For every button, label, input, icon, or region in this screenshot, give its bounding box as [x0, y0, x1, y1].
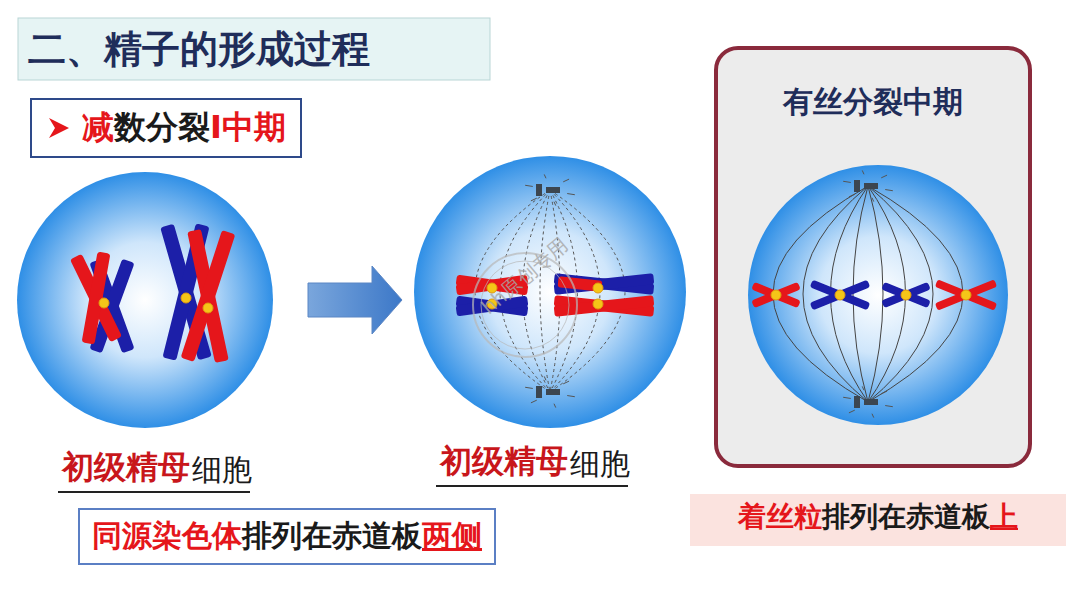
spindle-fiber — [868, 186, 933, 402]
underline — [58, 491, 250, 493]
centromere — [835, 290, 845, 300]
centromere — [99, 298, 109, 308]
aster-ray — [531, 198, 537, 201]
chromatid — [881, 282, 930, 308]
note-band: 着丝粒排列在赤道板上 — [690, 498, 1066, 536]
aster-ray — [885, 190, 893, 191]
text-run: 着丝粒 — [738, 500, 822, 533]
aster-ray — [843, 397, 851, 398]
spindle-fiber — [868, 186, 963, 402]
aster-ray — [881, 175, 887, 178]
centriole — [854, 180, 860, 192]
text-run: 减 — [82, 108, 114, 146]
aster-ray — [563, 179, 569, 182]
centriole — [536, 386, 542, 398]
text-run: 上 — [990, 500, 1018, 533]
spindle-fiber — [853, 186, 868, 402]
text-run: 同源染色体 — [92, 518, 242, 553]
title-band — [18, 18, 490, 80]
cell-label: 细胞 — [570, 444, 630, 485]
cell-label: 初级精母 — [62, 446, 190, 490]
aster-ray — [872, 414, 874, 418]
chromatid — [82, 252, 111, 345]
bullet-arrow — [46, 115, 72, 141]
aster-ray — [563, 381, 569, 384]
text-run: 排列在赤道板 — [242, 518, 422, 553]
cell — [17, 172, 273, 428]
cell — [748, 165, 1008, 425]
aster-ray — [525, 185, 533, 186]
text-run: 两侧 — [422, 518, 482, 553]
aster-ray — [843, 181, 851, 182]
chromatid — [751, 282, 800, 308]
caption-band — [690, 494, 1066, 546]
aster-ray — [885, 406, 893, 407]
panel-heading: 有丝分裂中期 — [716, 82, 1030, 123]
chromatid — [810, 280, 870, 311]
spindle-fiber — [803, 186, 868, 402]
chromatid — [181, 230, 236, 362]
text-run: 有丝分裂中期 — [783, 84, 963, 119]
aster-ray — [849, 194, 855, 197]
cell — [414, 156, 686, 428]
aster-ray — [862, 386, 864, 390]
aster-ray — [849, 410, 855, 413]
centriole — [546, 389, 560, 395]
centromere — [901, 290, 911, 300]
aster-ray — [531, 400, 537, 403]
chromatid — [881, 282, 930, 308]
centromere — [961, 290, 971, 300]
centromere — [593, 299, 603, 309]
aster-ray — [544, 174, 546, 178]
centromere — [181, 293, 191, 303]
text-run: Ⅰ中期 — [210, 108, 286, 146]
centriole — [864, 183, 878, 189]
cell-label: 初级精母 — [440, 440, 568, 484]
chromatid — [810, 280, 870, 311]
centromere — [203, 303, 213, 313]
underline — [436, 485, 628, 487]
heading-box: 减数分裂Ⅰ中期 — [30, 98, 302, 158]
mitosis-panel — [716, 48, 1030, 466]
aster-ray — [554, 202, 556, 206]
aster-ray — [544, 376, 546, 380]
chromatid — [935, 279, 997, 310]
chromatid — [935, 279, 997, 310]
cell-label: 细胞 — [192, 450, 252, 491]
note-box: 同源染色体排列在赤道板两侧 — [78, 508, 496, 565]
aster-ray — [525, 387, 533, 388]
spindle-fiber — [868, 186, 883, 402]
aster-ray — [862, 170, 864, 174]
aster-ray — [872, 198, 874, 202]
centriole — [536, 184, 542, 196]
aster-ray — [881, 391, 887, 394]
aster-ray — [554, 404, 556, 408]
title: 二、精子的形成过程 — [28, 24, 370, 75]
aster-ray — [567, 194, 575, 195]
text-run: 排列在赤道板 — [822, 500, 990, 533]
aster-ray — [567, 396, 575, 397]
process-arrow — [308, 266, 402, 334]
centriole — [864, 399, 878, 405]
chromatid — [751, 282, 800, 308]
centromere — [771, 290, 781, 300]
centromere — [593, 283, 603, 293]
centriole — [854, 396, 860, 408]
spindle-fiber — [540, 190, 550, 392]
bullet-arrow-head — [49, 118, 69, 138]
text-run: 数分裂 — [114, 108, 210, 146]
centriole — [546, 187, 560, 193]
